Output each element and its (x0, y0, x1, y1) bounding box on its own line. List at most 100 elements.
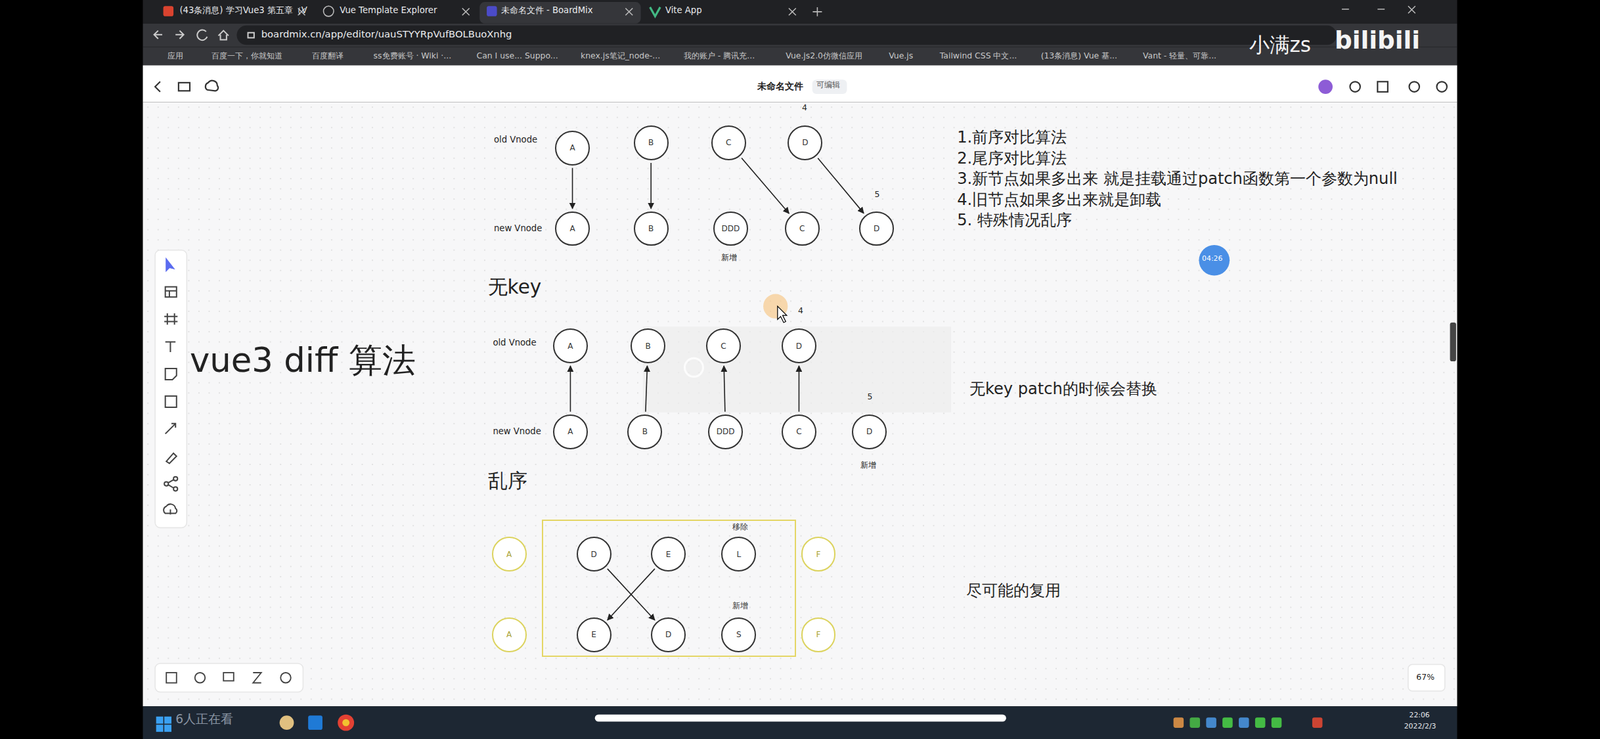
bookmark: ss免费账号 · Wiki ·... (373, 51, 452, 61)
arrow (798, 365, 800, 412)
node-circle: F (801, 617, 837, 653)
badge (812, 79, 848, 94)
node-circle: A (555, 211, 590, 247)
node-circle: DDD (713, 211, 749, 247)
bottom-icons (166, 672, 291, 684)
node-label: A (506, 549, 512, 559)
nav-icons (154, 30, 255, 41)
row-label: old Vnode (493, 134, 538, 145)
node-label: B (648, 137, 654, 148)
taskbar-icons (156, 714, 1323, 732)
arrow (817, 158, 864, 214)
tool-icons (163, 259, 178, 515)
bookmark: Vue.js2.0仿微信应用 (785, 51, 863, 61)
bookmark: 应用 (167, 51, 184, 61)
arrow (607, 568, 655, 621)
favicon (486, 5, 498, 17)
favicon (163, 5, 175, 17)
note: 新增 (860, 460, 877, 470)
arrow (570, 365, 572, 412)
diagram-title: vue3 diff 算法 (189, 340, 416, 380)
tab-close (298, 5, 1416, 17)
header-icons (155, 80, 1447, 92)
node-circle: B (633, 125, 669, 161)
node-label: C (796, 426, 802, 437)
row-label: old Vnode (492, 337, 536, 348)
viewer-count: 6人正在看 (175, 711, 234, 726)
node-circle: D (859, 211, 894, 247)
node-circle: C (784, 211, 820, 247)
loading-ring (684, 357, 703, 377)
node-circle: C (711, 125, 747, 161)
node-circle: A (491, 617, 527, 653)
callout-number: 4 (801, 103, 808, 113)
node-circle: E (576, 617, 612, 653)
bookmark: Can I use... Suppo... (476, 51, 559, 61)
bookmark: Vue.js (888, 51, 913, 61)
node-label: DDD (721, 223, 740, 234)
tab-title: Vue Template Explorer (339, 5, 437, 16)
node-label: C (720, 341, 726, 351)
bookmark: 百度翻译 (311, 51, 344, 61)
node-label: D (665, 629, 672, 640)
node-label: DDD (716, 426, 735, 437)
tab-title: (43条消息) 学习Vue3 第五章（V (179, 5, 307, 16)
node-circle: C (706, 328, 741, 364)
bottom-toolbar (155, 663, 303, 693)
canvas-grid (143, 101, 1458, 707)
url: boardmix.cn/app/editor/uauSTYYRpVufBOLBu… (261, 28, 513, 41)
node-circle: DDD (708, 414, 743, 450)
node-label: A (567, 341, 573, 351)
node-circle: F (801, 536, 837, 572)
tab-title: Vite App (665, 5, 703, 16)
node-label: F (816, 629, 822, 640)
arrow (572, 168, 574, 209)
badge-text: 可编辑 (816, 80, 841, 90)
tab-bar (143, 0, 1458, 24)
selection-area (643, 326, 952, 413)
list-item: 5. 特殊情况乱序 (956, 211, 1072, 230)
arrow (723, 365, 726, 412)
canvas (143, 101, 1458, 707)
avatar (1318, 79, 1333, 94)
node-label: A (569, 223, 575, 234)
list-item: 3.新节点如果多出来 就是挂载通过patch函数第一个参数为null (956, 170, 1398, 189)
node-circle: D (851, 414, 887, 450)
bookmark: Vant - 轻量、可靠... (1142, 51, 1217, 61)
watermark: 小满zs (1249, 33, 1312, 58)
favicon (650, 7, 661, 17)
file-name: 未命名文件 (757, 80, 804, 92)
active-tab (479, 1, 641, 24)
node-label: A (506, 629, 512, 640)
list-item: 4.旧节点如果多出来就是卸载 (956, 191, 1162, 210)
bookmark: Tailwind CSS 中文... (939, 51, 1017, 61)
node-circle: A (553, 414, 588, 450)
callout-number: 5 (874, 189, 880, 200)
bookmark: (13条消息) Vue 基... (1041, 51, 1118, 61)
clock: 2022/2/3 (1404, 722, 1437, 732)
note: 新增 (721, 252, 737, 263)
clock: 22:06 (1408, 711, 1430, 720)
bookmark: 我的账户 - 腾讯充... (683, 51, 755, 61)
node-label: C (799, 223, 805, 234)
node-label: A (567, 426, 573, 437)
node-label: B (642, 426, 648, 437)
address-bar (236, 25, 1337, 46)
node-circle: A (491, 536, 527, 572)
node-label: B (644, 341, 651, 351)
watermark: bilibili (1334, 26, 1421, 55)
arrow (741, 158, 789, 214)
callout-number: 5 (867, 392, 873, 402)
node-circle: C (781, 414, 817, 450)
node-label: D (796, 341, 802, 351)
row-label: new Vnode (492, 426, 541, 437)
node-circle: A (555, 130, 590, 166)
section-heading: 无key (488, 276, 542, 299)
side-handle (1450, 322, 1457, 362)
arrow (645, 365, 647, 412)
group-box: 移除新增DELEDS (541, 519, 797, 658)
node-circle: B (627, 414, 663, 450)
node-circle: D (576, 536, 612, 572)
tab-title: 未命名文件 - BoardMix (501, 5, 594, 16)
